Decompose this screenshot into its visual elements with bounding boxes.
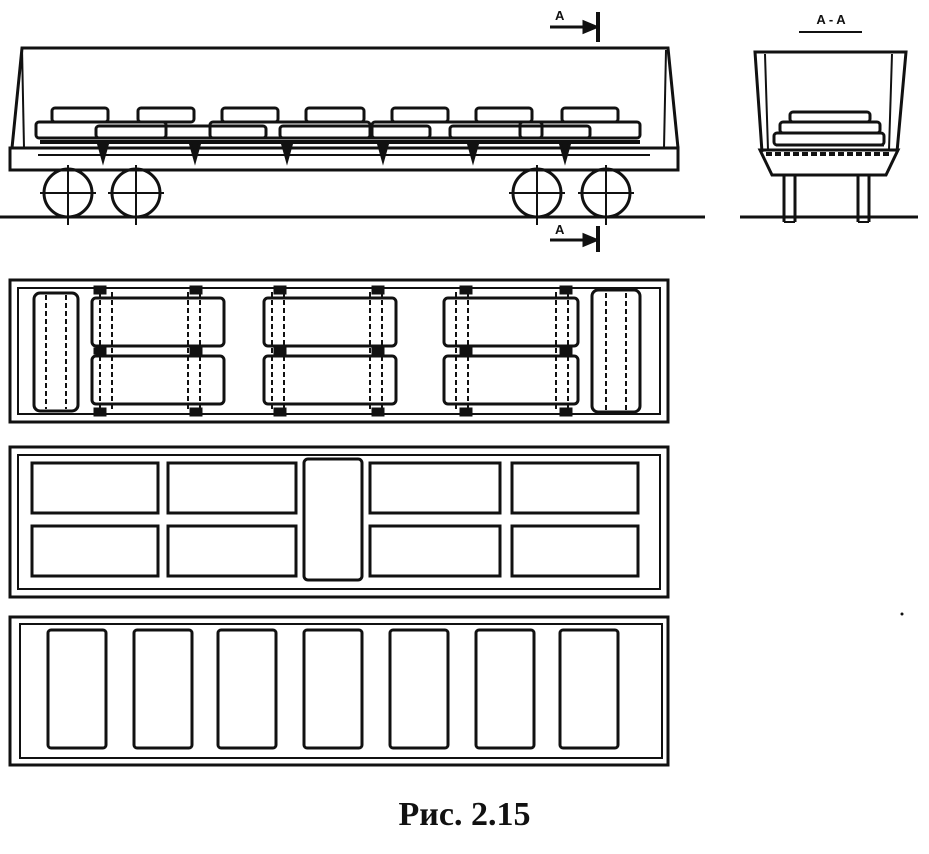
plan-view-cargo [8,278,670,424]
section-view-label: A - A [816,12,846,27]
section-label-bottom: A [555,222,565,237]
plan-view-bottom [8,615,670,767]
section-view [740,31,918,223]
plan-view-floor [8,445,670,599]
speck [900,612,904,616]
figure-caption: Рис. 2.15 [398,796,531,833]
section-label-top: A [555,8,565,23]
side-elevation [0,12,705,252]
